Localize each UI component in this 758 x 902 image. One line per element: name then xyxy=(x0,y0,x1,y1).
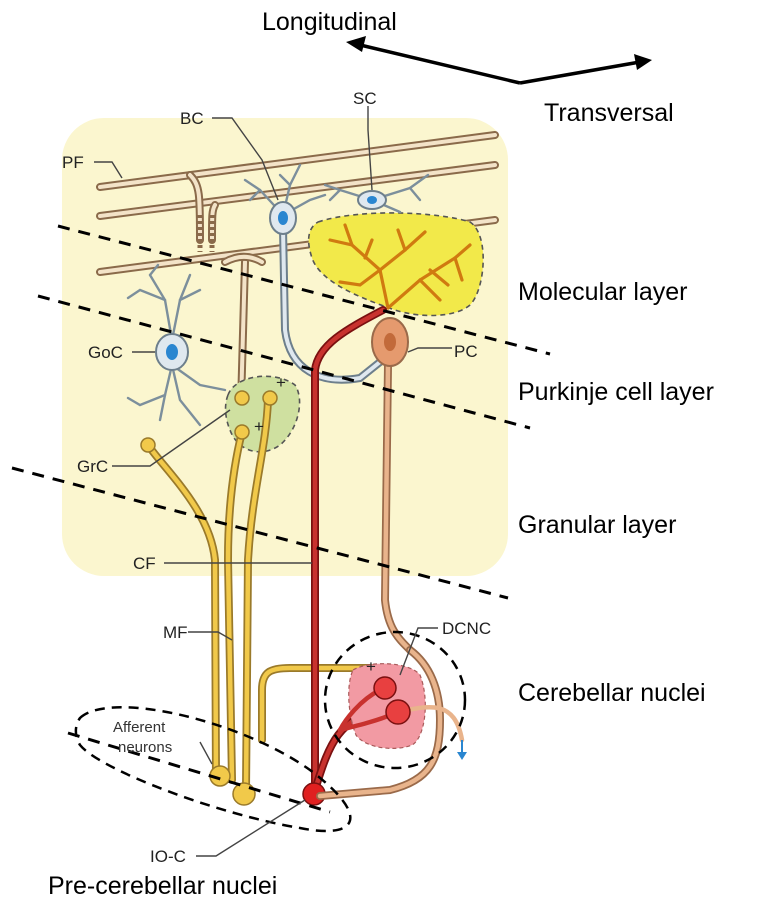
purkinje-layer-label: Purkinje cell layer xyxy=(518,378,714,406)
goc-label: GoC xyxy=(88,343,123,362)
cf-label: CF xyxy=(133,554,156,573)
plus-sign-nuclei: + xyxy=(366,657,376,676)
cerebellar-nuclei-label: Cerebellar nuclei xyxy=(518,679,706,707)
molecular-layer-label: Molecular layer xyxy=(518,278,688,306)
dcnc-label: DCNC xyxy=(442,619,491,638)
pf-label: PF xyxy=(62,153,84,172)
mf-label: MF xyxy=(163,623,188,642)
pc-label: PC xyxy=(454,342,478,361)
plus-sign-granule-bottom: + xyxy=(254,417,264,436)
sc-label: SC xyxy=(353,89,377,108)
longitudinal-label: Longitudinal xyxy=(262,8,397,36)
transversal-label: Transversal xyxy=(544,99,674,127)
ioc-label: IO-C xyxy=(150,847,186,866)
plus-sign-granule-top: + xyxy=(276,373,286,392)
precerebellar-nuclei-label: Pre-cerebellar nuclei xyxy=(48,872,277,900)
afferent-label-line1: Afferent xyxy=(113,719,166,736)
bc-label: BC xyxy=(180,109,204,128)
granular-layer-label: Granular layer xyxy=(518,511,676,539)
orientation-arrows xyxy=(346,36,652,83)
afferent-label-line2: neurons xyxy=(118,739,172,756)
grc-label: GrC xyxy=(77,457,108,476)
